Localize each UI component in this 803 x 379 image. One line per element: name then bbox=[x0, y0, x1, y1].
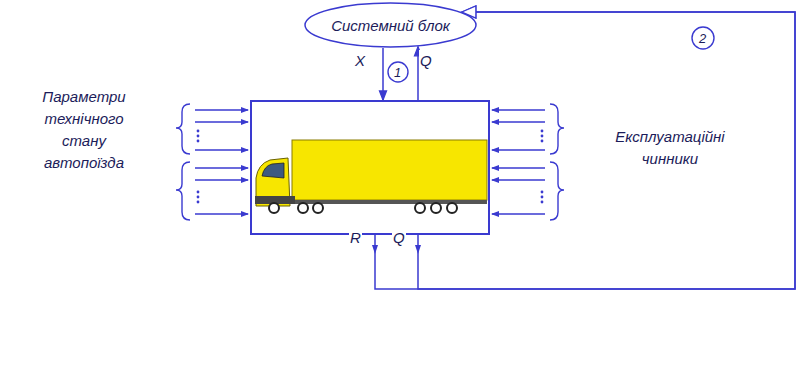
input-group-label: Параметри технічного стану автопоїзда bbox=[30, 86, 138, 174]
callout-number: 1 bbox=[394, 65, 401, 80]
signal-label: R bbox=[349, 227, 362, 248]
road-train-box bbox=[250, 100, 490, 235]
connector bbox=[375, 12, 795, 289]
signal-label: Q bbox=[392, 227, 406, 248]
node-text: Системний блок bbox=[331, 15, 450, 36]
callout-number: 2 bbox=[699, 31, 706, 46]
signal-label: X bbox=[354, 50, 366, 71]
signal-label: Q bbox=[419, 50, 433, 71]
system-block-ellipse: Системний блок bbox=[304, 2, 477, 48]
arrowhead bbox=[380, 91, 387, 100]
input-group-label: Експлуатаційні чинники bbox=[595, 126, 745, 170]
connector bbox=[418, 12, 795, 289]
